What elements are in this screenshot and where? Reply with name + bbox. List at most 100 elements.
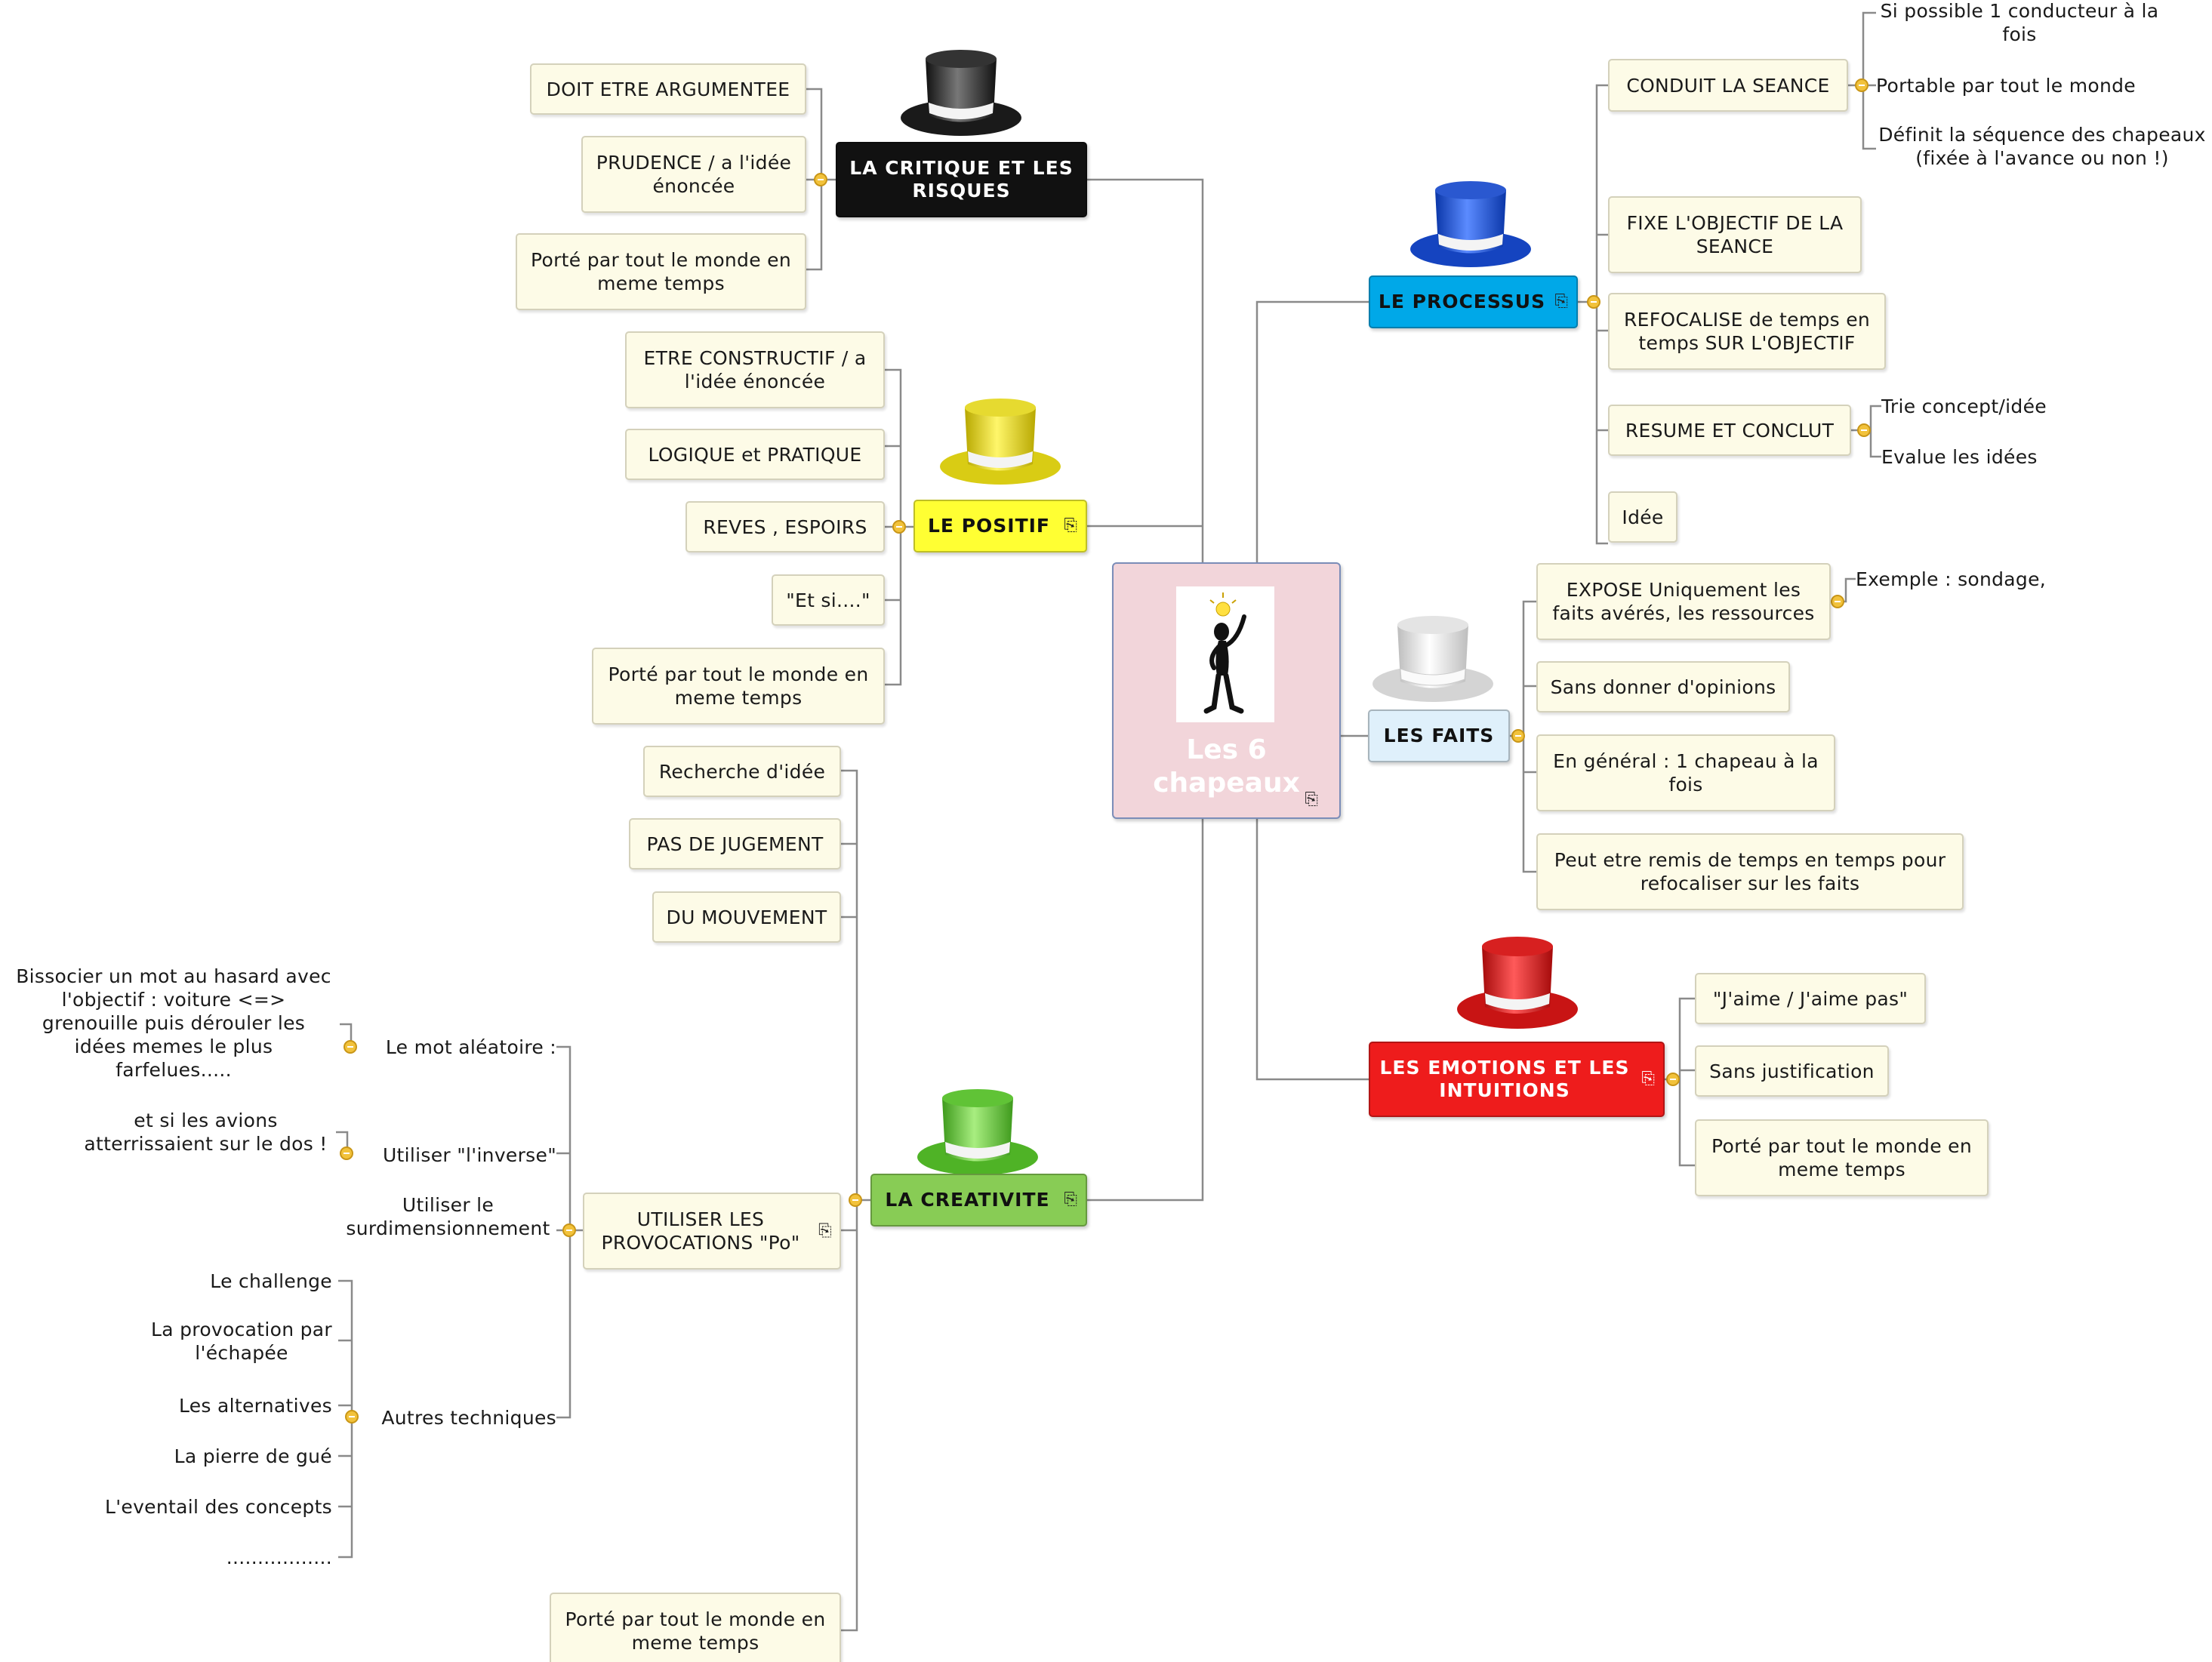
node-label: Porté par tout le monde en meme temps [1711,1135,1972,1180]
collapse-toggle-faits[interactable] [1511,729,1525,743]
provocation-surdimensionnement[interactable]: Utiliser le surdimensionnement [340,1190,556,1243]
collapse-toggle-positif[interactable] [892,520,906,534]
node-label: Exemple : sondage, [1856,568,2047,590]
branch-positif-label: LE POSITIF [927,515,1051,537]
paperclip-icon[interactable]: ⎘ [818,1221,832,1241]
expose-detail-sondage[interactable]: Exemple : sondage, [1856,564,2082,594]
green-hat-icon [917,1089,1038,1175]
collapse-toggle-emotions[interactable] [1666,1073,1680,1086]
node-label: Peut etre remis de temps en temps pour r… [1554,849,1946,894]
central-topic-title: Les 6 chapeaux [1153,734,1300,799]
branch-faits[interactable]: LES FAITS [1368,709,1510,762]
positif-child-porte[interactable]: Porté par tout le monde en meme temps [592,648,885,725]
node-label: Sans donner d'opinions [1550,676,1776,698]
provocation-mot-aleatoire[interactable]: Le mot aléatoire : [360,1032,556,1062]
node-label: Le challenge [210,1270,332,1292]
technique-challenge[interactable]: Le challenge [151,1266,332,1296]
conduit-detail-conducteur[interactable]: Si possible 1 conducteur à la fois [1876,0,2163,47]
collapse-toggle-processus[interactable] [1587,295,1600,309]
collapse-toggle-inverse[interactable] [340,1146,353,1160]
collapse-toggle-conduit[interactable] [1855,78,1868,92]
creativite-child-recherche[interactable]: Recherche d'idée [643,746,841,797]
creativite-child-jugement[interactable]: PAS DE JUGEMENT [629,818,841,869]
critique-child-prudence[interactable]: PRUDENCE / a l'idée énoncée [581,136,806,213]
conduit-detail-sequence[interactable]: Définit la séquence des chapeaux (fixée … [1876,122,2208,171]
emotions-child-jaime[interactable]: "J'aime / J'aime pas" [1695,973,1926,1024]
node-label: Trie concept/idée [1881,395,2047,417]
resume-detail-evalue[interactable]: Evalue les idées [1881,442,2108,472]
collapse-toggle-autres-techniques[interactable] [345,1410,359,1423]
branch-creativite-label: LA CREATIVITE [885,1189,1050,1211]
faits-child-remis[interactable]: Peut etre remis de temps en temps pour r… [1536,833,1964,910]
blue-hat-icon [1410,181,1531,267]
resume-detail-trie[interactable]: Trie concept/idée [1881,391,2108,421]
creativite-child-provocations[interactable]: UTILISER LES PROVOCATIONS "Po" ⎘ [583,1193,841,1270]
provocation-autres-techniques[interactable]: Autres techniques [360,1402,556,1433]
branch-creativite[interactable]: LA CREATIVITE ⎘ [870,1174,1087,1226]
collapse-toggle-resume[interactable] [1857,423,1871,437]
critique-child-porte[interactable]: Porté par tout le monde en meme temps [516,233,806,310]
node-label: Le mot aléatoire : [385,1036,556,1058]
technique-alternatives[interactable]: Les alternatives [136,1390,332,1420]
creativite-child-porte[interactable]: Porté par tout le monde en meme temps [550,1593,841,1662]
node-label: "Et si...." [786,589,870,611]
paperclip-icon[interactable]: ⎘ [1641,1070,1656,1088]
provocation-inverse[interactable]: Utiliser "l'inverse" [355,1140,556,1170]
white-hat-icon [1372,616,1493,702]
conduit-detail-portable[interactable]: Portable par tout le monde [1876,70,2163,100]
branch-emotions[interactable]: LES EMOTIONS ET LES INTUITIONS ⎘ [1369,1042,1665,1117]
technique-pierre-de-gue[interactable]: La pierre de gué [136,1441,332,1471]
processus-child-idee[interactable]: Idée [1608,491,1677,543]
node-label: ................. [226,1546,332,1568]
inverse-detail[interactable]: et si les avions atterrissaient sur le d… [75,1106,336,1159]
node-label: Porté par tout le monde en meme temps [531,249,791,294]
node-label: PRUDENCE / a l'idée énoncée [596,152,792,197]
node-label: REFOCALISE de temps en temps SUR L'OBJEC… [1623,309,1871,354]
node-label: La provocation par l'échapée [151,1319,332,1364]
collapse-toggle-provocations[interactable] [562,1223,576,1237]
positif-child-etsi[interactable]: "Et si...." [772,574,885,626]
emotions-child-justification[interactable]: Sans justification [1695,1045,1889,1097]
faits-child-expose[interactable]: EXPOSE Uniquement les faits avérés, les … [1536,563,1831,640]
node-label: ETRE CONSTRUCTIF / a l'idée énoncée [643,347,867,392]
collapse-toggle-expose[interactable] [1831,595,1844,608]
central-topic[interactable]: Les 6 chapeaux ⎘ [1112,562,1341,819]
critique-child-argumentee[interactable]: DOIT ETRE ARGUMENTEE [530,63,806,115]
faits-child-general[interactable]: En général : 1 chapeau à la fois [1536,734,1835,811]
technique-eventail[interactable]: L'eventail des concepts [75,1491,332,1522]
technique-etc[interactable]: ................. [151,1542,332,1572]
branch-critique[interactable]: LA CRITIQUE ET LES RISQUES [836,142,1087,217]
paperclip-icon[interactable]: ⎘ [1554,292,1569,311]
node-label: Porté par tout le monde en meme temps [565,1608,826,1654]
positif-child-constructif[interactable]: ETRE CONSTRUCTIF / a l'idée énoncée [625,331,885,408]
black-hat-icon [901,50,1021,136]
technique-provocation-echapee[interactable]: La provocation par l'échapée [121,1315,332,1368]
node-label: CONDUIT LA SEANCE [1626,74,1830,97]
node-label: DU MOUVEMENT [666,906,827,928]
node-label: PAS DE JUGEMENT [646,833,824,855]
faits-child-opinions[interactable]: Sans donner d'opinions [1536,661,1790,713]
node-label: Utiliser "l'inverse" [382,1143,556,1166]
yellow-hat-icon [940,399,1061,485]
processus-child-refocalise[interactable]: REFOCALISE de temps en temps SUR L'OBJEC… [1608,293,1886,370]
branch-positif[interactable]: LE POSITIF ⎘ [913,500,1087,552]
emotions-child-porte[interactable]: Porté par tout le monde en meme temps [1695,1119,1989,1196]
branch-processus[interactable]: LE PROCESSUS ⎘ [1369,275,1578,328]
paperclip-icon[interactable]: ⎘ [1064,1190,1078,1209]
processus-child-resume[interactable]: RESUME ET CONCLUT [1608,405,1851,456]
paperclip-icon[interactable]: ⎘ [1064,516,1078,535]
thinking-man-lightbulb-icon [1176,586,1274,722]
node-label: Utiliser le surdimensionnement [346,1194,550,1239]
paperclip-icon[interactable]: ⎘ [1305,790,1318,809]
processus-child-conduit[interactable]: CONDUIT LA SEANCE [1608,59,1848,112]
collapse-toggle-creativite[interactable] [849,1193,862,1207]
positif-child-logique[interactable]: LOGIQUE et PRATIQUE [625,429,885,480]
node-label: La pierre de gué [174,1445,332,1467]
creativite-child-mouvement[interactable]: DU MOUVEMENT [652,891,841,943]
collapse-toggle-mot-aleatoire[interactable] [344,1040,357,1054]
positif-child-reves[interactable]: REVES , ESPOIRS [685,501,885,552]
mot-aleatoire-detail[interactable]: Bissocier un mot au hasard avec l'object… [8,962,340,1083]
processus-child-objectif[interactable]: FIXE L'OBJECTIF DE LA SEANCE [1608,196,1862,273]
node-label: LOGIQUE et PRATIQUE [648,443,862,466]
collapse-toggle-critique[interactable] [814,173,827,186]
